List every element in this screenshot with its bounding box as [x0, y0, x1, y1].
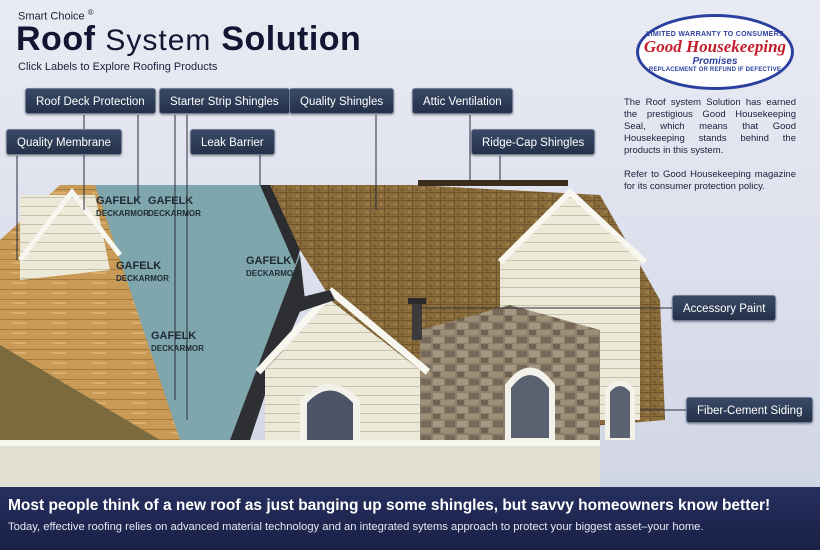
label-starter-strip-shingles[interactable]: Starter Strip Shingles [159, 88, 290, 114]
banner-headline: Most people think of a new roof as just … [8, 497, 771, 514]
label-leak-barrier[interactable]: Leak Barrier [190, 129, 275, 155]
label-quality-membrane[interactable]: Quality Membrane [6, 129, 122, 155]
product-text: ARMOR [268, 269, 299, 278]
label-fiber-cement-siding[interactable]: Fiber-Cement Siding [686, 397, 814, 423]
brand-text: GAF [151, 330, 175, 342]
label-quality-shingles[interactable]: Quality Shingles [289, 88, 395, 114]
good-housekeeping-seal: LIMITED WARRANTY TO CONSUMERS Good House… [636, 14, 794, 90]
brand-text: GAF [116, 260, 140, 272]
bottom-banner: Most people think of a new roof as just … [0, 487, 820, 550]
underlayment-branding: GAFELK DECKARMOR GAFELK DECKARMOR GAFELK… [96, 195, 299, 415]
label-accessory-paint[interactable]: Accessory Paint [672, 295, 777, 321]
label-attic-ventilation[interactable]: Attic Ventilation [412, 88, 513, 114]
brand-text: ELK [119, 195, 142, 207]
product-text: ARMOR [173, 344, 204, 353]
seal-info-text: The Roof system Solution has earned the … [624, 97, 796, 193]
page-subtitle: Click Labels to Explore Roofing Products [18, 61, 218, 73]
product-text: DECK [116, 274, 139, 283]
product-text: DECK [151, 344, 174, 353]
title-word-solution: Solution [221, 20, 362, 58]
brand-text: ELK [171, 195, 194, 207]
seal-promises-text: Promises [692, 56, 738, 67]
brand-text: GAF [246, 255, 270, 267]
title-word-system: System [105, 24, 212, 57]
label-ridge-cap-shingles[interactable]: Ridge-Cap Shingles [471, 129, 596, 155]
info-paragraph: The Roof system Solution has earned the … [624, 97, 796, 156]
seal-bottom-text: REPLACEMENT OR REFUND IF DEFECTIVE [648, 67, 782, 73]
label-roof-deck-protection[interactable]: Roof Deck Protection [25, 88, 156, 114]
product-text: DECK [246, 269, 269, 278]
brand-text: ELK [139, 260, 162, 272]
brand-text: GAF [96, 195, 120, 207]
product-text: ARMOR [138, 274, 169, 283]
brand-text: Smart Choice [18, 10, 85, 23]
registered-mark: ® [87, 8, 94, 17]
page-title: Roof System Solution [16, 20, 361, 59]
brand-text: GAF [148, 195, 172, 207]
brand-name: Smart Choice ® [18, 8, 94, 23]
seal-main-text: Good Housekeeping [643, 37, 787, 56]
seal-top-text: LIMITED WARRANTY TO CONSUMERS [646, 31, 784, 38]
info-paragraph: Refer to Good Housekeeping magazine for … [624, 169, 796, 192]
brand-text: ELK [174, 330, 197, 342]
product-text: DECK [96, 209, 119, 218]
title-word-roof: Roof [16, 20, 96, 58]
product-text: ARMOR [118, 209, 149, 218]
product-text: DECK [148, 209, 171, 218]
banner-body: Today, effective roofing relies on advan… [8, 521, 704, 533]
brand-text: ELK [269, 255, 292, 267]
product-text: ARMOR [170, 209, 201, 218]
